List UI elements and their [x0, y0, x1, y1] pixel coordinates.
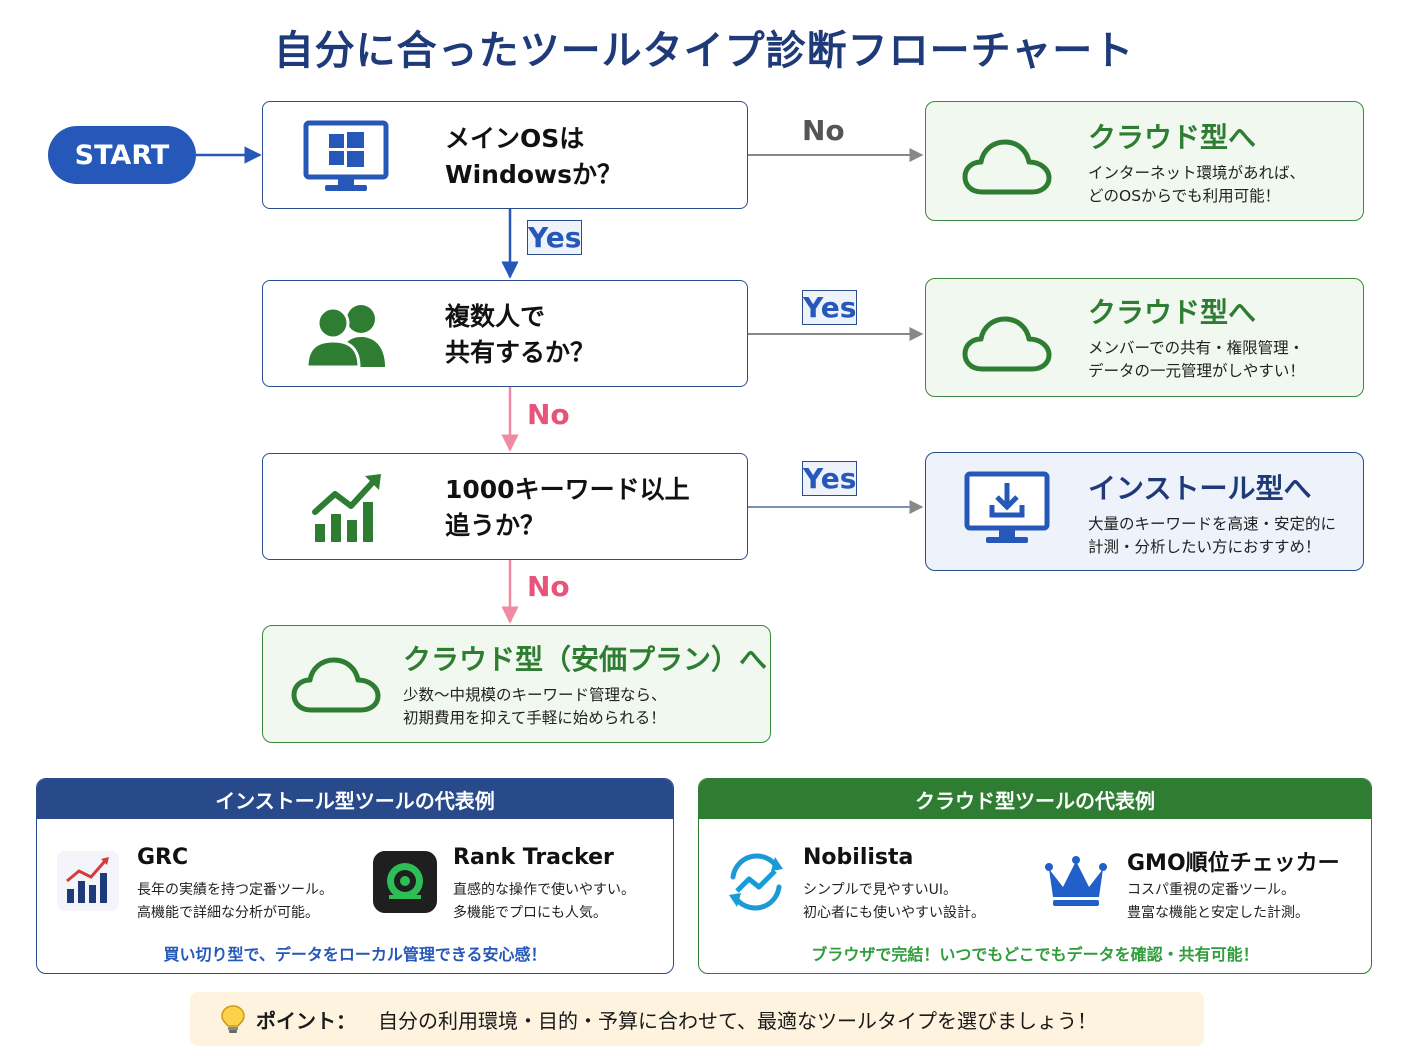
question-text: 複数人で 共有するか？	[445, 299, 595, 371]
branch-label-q2-yes: Yes	[802, 290, 858, 325]
growth-chart-icon	[312, 474, 381, 542]
tool-line: 長年の実績を持つ定番ツール。	[137, 882, 333, 898]
result-line: 初期費用を抑えて手軽に始められる！	[403, 709, 666, 727]
result-description: メンバーでの共有・権限管理・ データの一元管理がしやすい！	[1088, 337, 1305, 383]
tool-line: 初心者にも使いやすい設計。	[803, 905, 985, 921]
result-line: 計測・分析したい方におすすめ！	[1088, 538, 1321, 556]
target-icon	[373, 851, 437, 913]
tool-description: コスパ重視の定番ツール。 豊富な機能と安定した計測。	[1127, 879, 1309, 925]
panel-footer: 買い切り型で、データをローカル管理できる安心感！	[163, 945, 547, 964]
users-icon	[305, 305, 385, 369]
branch-label-q1-yes: Yes	[527, 220, 583, 255]
tool-line: 豊富な機能と安定した計測。	[1127, 905, 1309, 921]
question-box-os: メインOSは Windowsか？	[262, 101, 748, 209]
cloud-icon	[962, 316, 1052, 372]
point-label: ポイント：	[256, 1008, 356, 1033]
tool-line: 直感的な操作で使いやすい。	[453, 882, 635, 898]
tool-description: 直感的な操作で使いやすい。 多機能でプロにも人気。	[453, 879, 635, 925]
tool-name-grc: GRC	[137, 845, 189, 870]
question-text: メインOSは Windowsか？	[445, 121, 622, 193]
result-title: インストール型へ	[1088, 472, 1312, 505]
point-text: 自分の利用環境・目的・予算に合わせて、最適なツールタイプを選びましょう！	[378, 1008, 1097, 1033]
branch-label-q2-no: No	[527, 398, 570, 431]
cloud-tools-panel: クラウド型ツールの代表例 Nobilista シンプルで見やすいUI。 初心者に…	[698, 778, 1372, 974]
tool-name-gmo: GMO順位チェッカー	[1127, 851, 1340, 876]
windows-monitor-icon	[303, 120, 389, 191]
start-node: START	[48, 126, 196, 184]
question-box-keywords: 1000キーワード以上 追うか？	[262, 453, 748, 560]
result-box-cloud-cheap: クラウド型（安価プラン）へ 少数〜中規模のキーワード管理なら、 初期費用を抑えて…	[262, 625, 771, 743]
question-line: 共有するか？	[445, 338, 596, 367]
result-line: メンバーでの共有・権限管理・	[1088, 339, 1305, 357]
result-description: 大量のキーワードを高速・安定的に 計測・分析したい方におすすめ！	[1088, 513, 1336, 559]
question-line: 複数人で	[445, 302, 546, 331]
result-line: インターネット環境があれば、	[1088, 164, 1306, 182]
result-title: クラウド型へ	[1088, 296, 1257, 329]
result-description: インターネット環境があれば、 どのOSからでも利用可能！	[1088, 162, 1305, 208]
crown-icon	[1045, 856, 1107, 906]
tool-line: コスパ重視の定番ツール。	[1127, 882, 1295, 898]
refresh-chart-icon	[729, 853, 783, 911]
tool-name-nobilista: Nobilista	[803, 845, 914, 870]
result-box-cloud-share: クラウド型へ メンバーでの共有・権限管理・ データの一元管理がしやすい！	[925, 278, 1364, 397]
question-line: 追うか？	[445, 511, 546, 540]
branch-label-q3-no: No	[527, 570, 570, 603]
question-text: 1000キーワード以上 追うか？	[445, 472, 690, 544]
bar-chart-icon	[57, 851, 119, 911]
question-box-share: 複数人で 共有するか？	[262, 280, 748, 387]
page-title: 自分に合ったツールタイプ診断フローチャート	[273, 28, 1135, 74]
tool-description: シンプルで見やすいUI。 初心者にも使いやすい設計。	[803, 879, 985, 925]
branch-label-q1-no: No	[802, 114, 845, 147]
panel-footer: ブラウザで完結！いつでもどこでもデータを確認・共有可能！	[811, 945, 1259, 964]
point-banner: ポイント： 自分の利用環境・目的・予算に合わせて、最適なツールタイプを選びましょ…	[190, 992, 1204, 1046]
result-box-install: インストール型へ 大量のキーワードを高速・安定的に 計測・分析したい方におすすめ…	[925, 452, 1364, 571]
result-line: 大量のキーワードを高速・安定的に	[1088, 515, 1337, 533]
result-title: クラウド型（安価プラン）へ	[403, 643, 768, 676]
question-line: Windowsか？	[445, 160, 622, 189]
download-monitor-icon	[964, 471, 1050, 543]
lightbulb-icon	[221, 1005, 245, 1033]
tool-line: 高機能で詳細な分析が可能。	[137, 905, 319, 921]
result-line: どのOSからでも利用可能！	[1088, 187, 1281, 205]
tool-line: シンプルで見やすいUI。	[803, 882, 957, 898]
tool-name-rank-tracker: Rank Tracker	[453, 845, 614, 870]
result-line: データの一元管理がしやすい！	[1088, 362, 1305, 380]
question-line: メインOSは	[445, 124, 585, 153]
panel-header: インストール型ツールの代表例	[37, 779, 673, 819]
cloud-icon	[962, 139, 1052, 195]
result-description: 少数〜中規模のキーワード管理なら、 初期費用を抑えて手軽に始められる！	[403, 684, 667, 730]
cloud-icon	[291, 657, 381, 713]
install-tools-panel: インストール型ツールの代表例 GRC 長年の実績を持つ定番ツール。 高機能で詳細…	[36, 778, 674, 974]
tool-line: 多機能でプロにも人気。	[453, 905, 607, 921]
result-line: 少数〜中規模のキーワード管理なら、	[403, 686, 667, 704]
branch-label-q3-yes: Yes	[802, 461, 858, 496]
question-line: 1000キーワード以上	[445, 475, 690, 504]
tool-description: 長年の実績を持つ定番ツール。 高機能で詳細な分析が可能。	[137, 879, 333, 925]
panel-header: クラウド型ツールの代表例	[699, 779, 1371, 819]
result-title: クラウド型へ	[1088, 121, 1257, 154]
result-box-cloud-os: クラウド型へ インターネット環境があれば、 どのOSからでも利用可能！	[925, 101, 1364, 221]
